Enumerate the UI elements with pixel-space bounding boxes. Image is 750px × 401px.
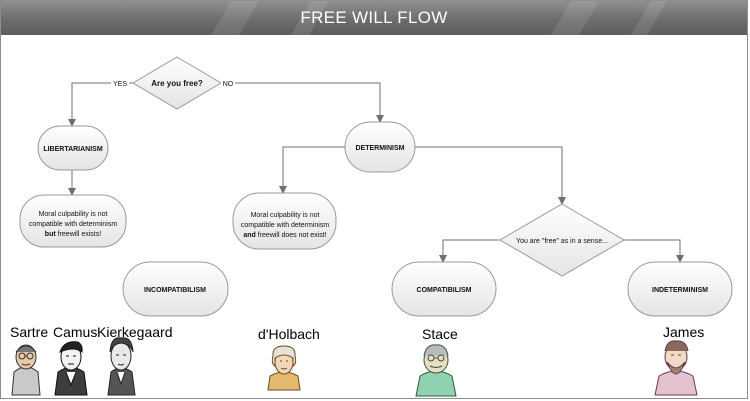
note-libertarianism-line1: Moral culpability is not [39,211,108,218]
connectors [68,82,684,263]
portrait-sartre-icon [11,344,41,396]
connector-sense-indeterminism [624,239,684,263]
decision-are-you-free: Are you free? [132,56,222,110]
note-determinism: Moral culpability is not compatible with… [232,192,337,250]
node-libertarianism-label: LIBERTARIANISM [43,146,103,153]
no-label: NO [223,81,234,88]
decision-free-in-a-sense: You are "free" as in a sense... [499,203,625,277]
connector-determinism-sense [415,146,566,205]
node-compatibilism: COMPATIBILISM [391,261,497,317]
diagram-title: FREE WILL FLOW [300,8,448,27]
philosopher-name-stace: Stace [422,326,458,342]
portrait-dholbach-icon [267,345,301,391]
portrait-camus-icon [54,341,88,396]
node-incompatibilism: INCOMPATIBILISM [122,261,229,317]
portrait-james-icon [654,340,698,396]
portrait-stace-icon [415,344,457,397]
decision-are-you-free-label: Are you free? [151,79,203,88]
note-determinism-line1: Moral culpability is not [251,212,320,219]
note-libertarianism: Moral culpability is not compatible with… [19,194,127,248]
connector-no [221,82,384,123]
node-indeterminism-label: INDETERMINISM [652,287,708,294]
node-indeterminism: INDETERMINISM [627,261,733,317]
portrait-kierkegaard-icon [107,337,136,396]
node-determinism-label: DETERMINISM [356,145,405,152]
title-banner: FREE WILL FLOW [1,1,747,35]
connector-sense-compatibilism [439,239,500,263]
philosopher-name-kierkegaard: Kierkegaard [97,324,173,340]
node-libertarianism: LIBERTARIANISM [37,125,109,171]
philosopher-name-dholbach: d'Holbach [258,326,320,342]
decision-free-in-a-sense-label: You are "free" as in a sense... [516,238,608,245]
note-determinism-line3: and freewill does not exist! [243,232,326,239]
yes-label: YES [113,81,127,88]
philosopher-name-camus: Camus [53,324,97,340]
philosopher-name-sartre: Sartre [10,324,48,340]
philosopher-name-james: James [663,324,704,340]
connector-determinism-note [279,146,345,194]
note-determinism-line2: compatible with determinism [241,222,329,229]
note-libertarianism-line2: compatible with determinism [29,221,117,228]
node-compatibilism-label: COMPATIBILISM [417,287,472,294]
node-determinism: DETERMINISM [344,121,416,173]
connector-yes [68,82,133,127]
note-libertarianism-line3: but freewill exists! [45,231,101,238]
node-incompatibilism-label: INCOMPATIBILISM [144,287,206,294]
